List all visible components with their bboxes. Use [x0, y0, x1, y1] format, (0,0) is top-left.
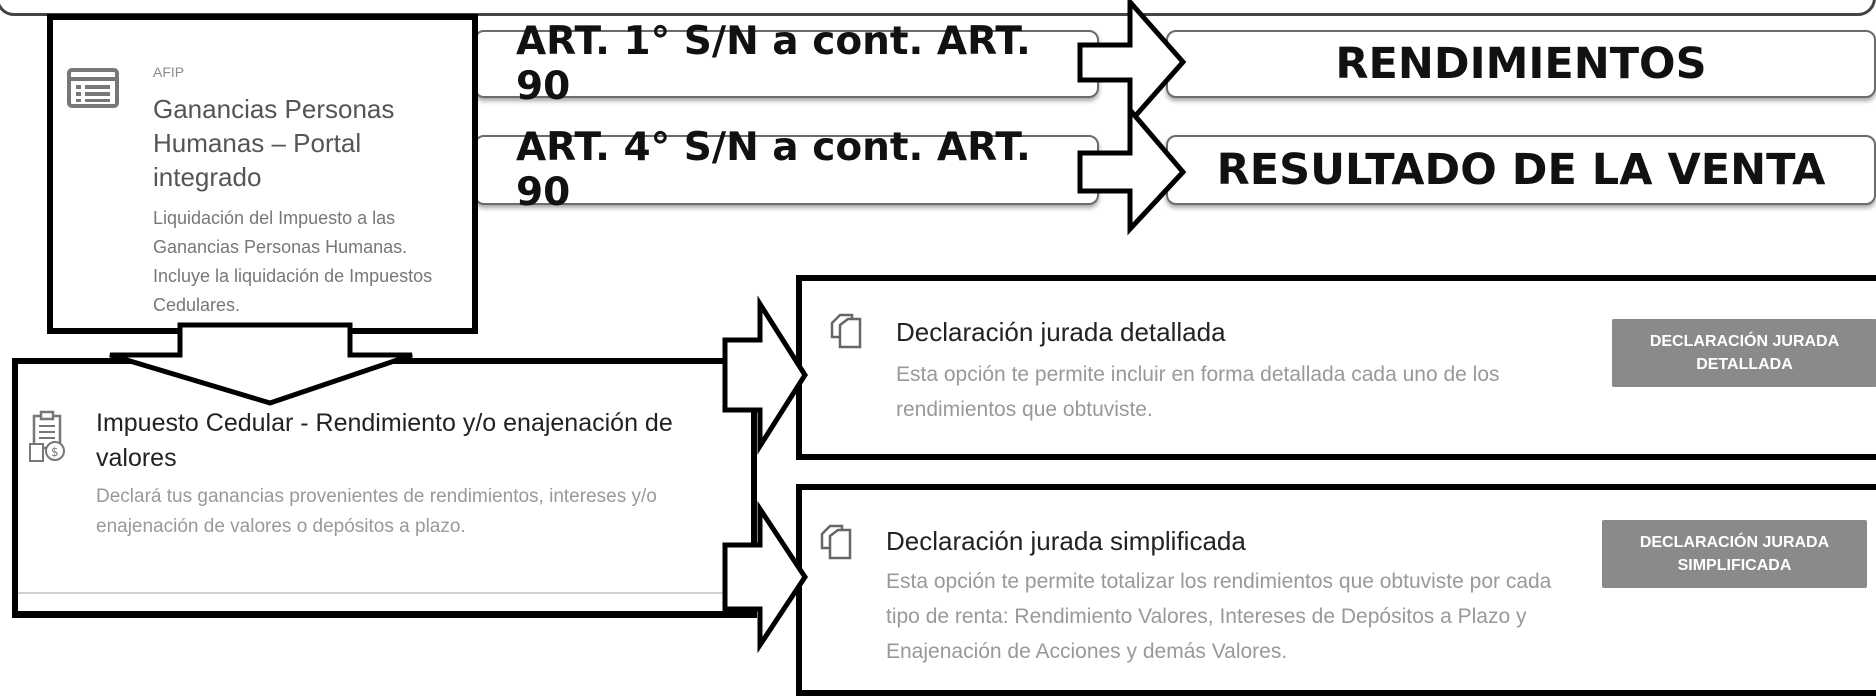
simplificada-button[interactable]: DECLARACIÓN JURADA SIMPLIFICADA — [1602, 520, 1867, 588]
article-label-2: ART. 4° S/N a cont. ART. 90 — [516, 125, 1031, 215]
simplificada-description: Esta opción te permite totalizar los ren… — [886, 570, 1552, 663]
arrow-right-1 — [1077, 0, 1187, 129]
result-box-rendimientos: RENDIMIENTOS — [1166, 30, 1876, 98]
article-box-1: ART. 1° S/N a cont. ART. 90 — [474, 19, 1099, 109]
divider — [18, 592, 752, 594]
cedular-title[interactable]: Impuesto Cedular - Rendimiento y/o enaje… — [96, 409, 673, 472]
documents-icon — [826, 311, 866, 351]
detallada-description: Esta opción te permite incluir en forma … — [896, 363, 1500, 421]
detallada-title: Declaración jurada detallada — [896, 317, 1226, 347]
arrow-right-2 — [1077, 103, 1187, 236]
result-label-1: RENDIMIENTOS — [1335, 39, 1707, 89]
arrow-down — [109, 322, 413, 406]
simplificada-card: Declaración jurada simplificada Esta opc… — [796, 484, 1876, 696]
detallada-card: Declaración jurada detallada Esta opción… — [796, 275, 1876, 460]
article-label-1: ART. 1° S/N a cont. ART. 90 — [516, 19, 1031, 109]
calculator-document-icon: $ — [28, 410, 68, 464]
arrow-right-4 — [722, 500, 808, 654]
cedular-card[interactable]: $ Impuesto Cedular - Rendimiento y/o ena… — [12, 358, 757, 618]
svg-text:$: $ — [51, 445, 59, 459]
documents-icon — [816, 522, 856, 562]
article-box-2: ART. 4° S/N a cont. ART. 90 — [474, 125, 1099, 215]
detallada-button[interactable]: DECLARACIÓN JURADA DETALLADA — [1612, 319, 1876, 387]
portal-description: Liquidación del Impuesto a las Ganancias… — [153, 208, 433, 315]
list-icon — [67, 68, 119, 108]
portal-card[interactable]: AFIP Ganancias Personas Humanas – Portal… — [47, 14, 478, 334]
arrow-right-3 — [722, 295, 808, 455]
result-label-2: RESULTADO DE LA VENTA — [1216, 145, 1826, 195]
result-box-venta: RESULTADO DE LA VENTA — [1166, 135, 1876, 205]
portal-title[interactable]: Ganancias Personas Humanas – Portal inte… — [153, 94, 395, 192]
cedular-description: Declará tus ganancias provenientes de re… — [96, 486, 657, 537]
portal-source: AFIP — [153, 64, 185, 80]
simplificada-title: Declaración jurada simplificada — [886, 526, 1246, 556]
